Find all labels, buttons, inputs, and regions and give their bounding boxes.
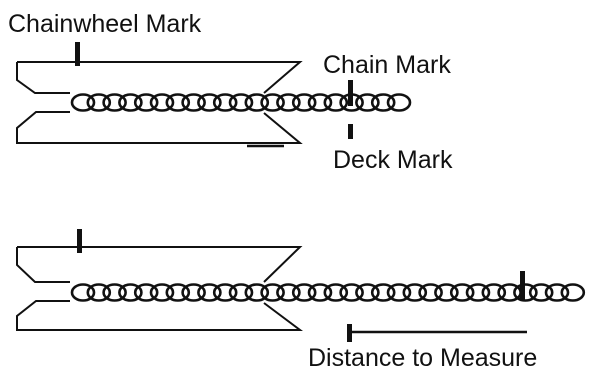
chain-link [133,283,159,302]
chain-link [355,93,380,112]
chain-link [244,283,270,302]
bottom-chainwheel-mark [77,229,82,253]
chain-link [323,283,349,302]
chain-link [307,93,333,112]
chain-link [386,283,412,302]
chain-link [434,283,459,302]
chain-link [307,283,333,302]
chain-link [465,283,491,302]
chain-link [276,283,301,302]
chain-link [165,283,191,302]
chain-link [212,283,238,302]
chain-link [481,283,507,302]
chain-link [118,283,143,302]
chain-link [102,283,127,302]
top-diagram: Chainwheel Mark Chain Mark Deck Mark [8,10,453,174]
chain-link [370,283,396,302]
chain-link [212,93,238,112]
chain-link [544,283,570,302]
chain-link [402,283,428,302]
chain-link [197,283,222,302]
bottom-chain [70,283,586,302]
chainwheel-mark-label: Chainwheel Mark [8,10,202,38]
top-upper-jaw [16,61,303,94]
chain-link [291,283,317,302]
chain-link [323,93,349,112]
chain-link [260,283,285,302]
top-chainwheel-mark [75,42,80,66]
chain-link [181,283,206,302]
chain-link [370,93,396,112]
chain-link [560,283,586,302]
top-lower-jaw [16,111,303,144]
chain-link [70,93,96,112]
chain-link [244,93,270,112]
chain-link [228,283,254,302]
bottom-lower-jaw [16,300,303,331]
top-deck-mark [348,124,353,139]
bottom-chain-mark [520,271,525,301]
chain-link [133,93,159,112]
chain-link [228,93,254,112]
chain-link [355,283,380,302]
top-chain [70,93,412,112]
chain-link [528,283,554,302]
chain-link [260,93,285,112]
chain-link [386,93,412,112]
chain-link [149,93,175,112]
chain-link [276,93,301,112]
top-chain-mark [348,80,353,106]
chain-link [291,93,317,112]
chain-link [70,283,96,302]
chain-link [197,93,222,112]
bottom-deck-mark [347,324,352,342]
chain-link [181,93,206,112]
chain-link [149,283,175,302]
chain-mark-label: Chain Mark [323,51,451,79]
chain-link [118,93,143,112]
bottom-diagram: Distance to Measure [16,229,586,372]
chain-link [86,283,112,302]
chain-link [339,283,364,302]
chain-link [513,283,538,302]
chain-link [102,93,127,112]
bottom-upper-jaw [16,246,303,283]
chain-link [86,93,112,112]
chain-link [449,283,475,302]
distance-to-measure-label: Distance to Measure [308,344,537,372]
chain-link [165,93,191,112]
chain-link [418,283,443,302]
deck-mark-label: Deck Mark [333,146,453,174]
